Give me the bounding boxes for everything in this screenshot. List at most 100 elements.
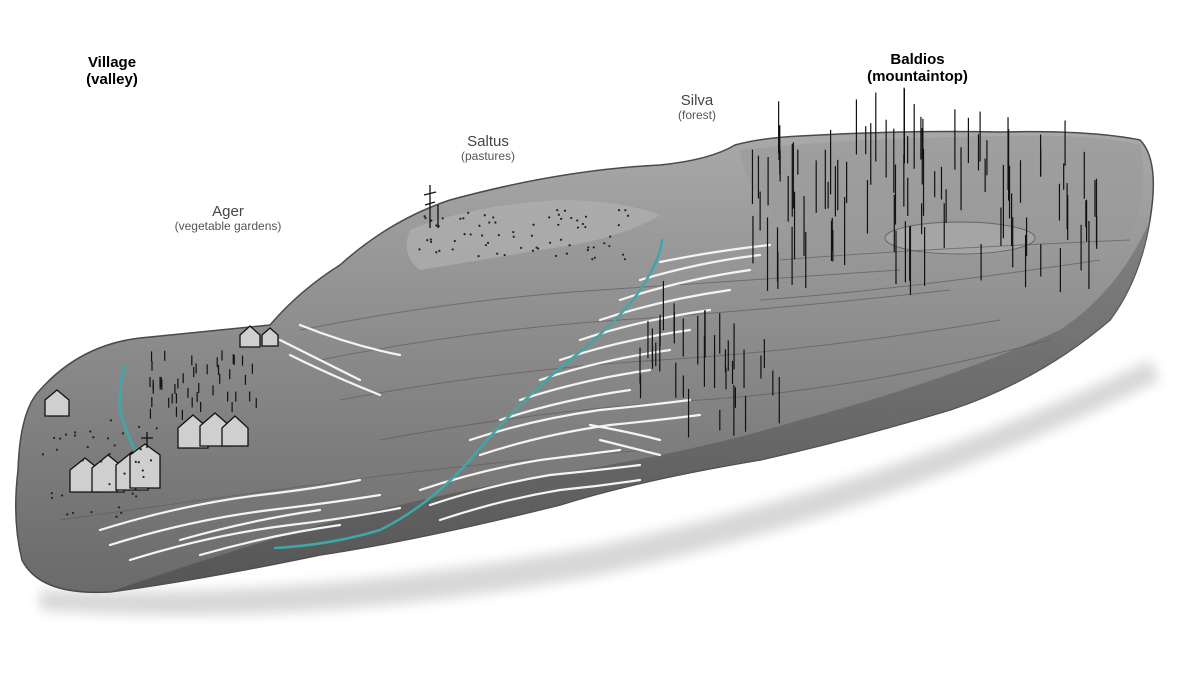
pasture-dot xyxy=(435,251,438,254)
pasture-dot xyxy=(497,233,500,237)
pasture-dot xyxy=(548,216,551,219)
garden-dot xyxy=(115,489,119,492)
stream-icon xyxy=(118,238,664,550)
label-ager-sub: (vegetable gardens) xyxy=(174,219,282,234)
garden-dot xyxy=(81,459,84,462)
garden-dot xyxy=(89,430,92,433)
pasture-dot xyxy=(438,249,441,252)
garden-dot xyxy=(41,453,45,456)
pasture-dot xyxy=(549,241,552,244)
label-silva-name: Silva xyxy=(680,92,714,109)
tree-icon xyxy=(149,87,1098,438)
garden-dot xyxy=(64,433,68,436)
garden-dot xyxy=(86,445,89,449)
pasture-dot xyxy=(512,230,515,234)
garden-dot xyxy=(139,448,142,451)
pasture-dot xyxy=(459,217,462,220)
pasture-dot xyxy=(535,246,538,249)
garden-dot xyxy=(142,475,145,479)
garden-dot xyxy=(61,494,64,497)
pasture-dot xyxy=(469,233,472,236)
label-village-sub: (valley) xyxy=(86,71,138,89)
rock-shadow xyxy=(40,360,1160,616)
pasture-dot xyxy=(593,256,596,259)
pasture-dot xyxy=(496,252,499,255)
pasture-dot xyxy=(617,208,621,212)
pasture-dot xyxy=(453,239,456,243)
pasture-dot xyxy=(603,242,606,245)
pasture-dot xyxy=(418,248,421,251)
pasture-dot xyxy=(584,215,588,218)
pasture-dot xyxy=(477,255,480,258)
pasture-dot xyxy=(531,249,535,252)
pasture-dot xyxy=(608,244,611,248)
label-baldios: Baldios (mountaintop) xyxy=(850,51,985,86)
label-baldios-sub: (mountaintop) xyxy=(867,68,968,86)
garden-dot xyxy=(74,431,77,434)
garden-dot xyxy=(108,483,111,486)
garden-dot xyxy=(92,436,95,439)
garden-dot xyxy=(123,472,126,475)
pasture-dot xyxy=(512,235,515,238)
pasture-dot xyxy=(467,211,470,214)
pasture-dot xyxy=(520,246,523,250)
pasture-dot xyxy=(570,216,573,220)
pasture-dot xyxy=(557,223,560,226)
garden-dot xyxy=(73,434,77,437)
garden-dot xyxy=(55,448,58,451)
garden-dot xyxy=(138,425,141,428)
pasture-dot xyxy=(484,244,488,247)
garden-dot xyxy=(121,432,125,435)
garden-dot xyxy=(109,419,113,422)
pasture-dot xyxy=(565,252,569,255)
pasture-dot xyxy=(462,217,465,220)
pasture-dot xyxy=(483,214,486,217)
garden-dot xyxy=(115,515,118,518)
pasture-dot xyxy=(441,217,444,220)
pasture-dot xyxy=(556,209,559,212)
garden-dot xyxy=(90,510,93,514)
garden-dot xyxy=(66,513,69,516)
pasture-dot xyxy=(568,244,571,247)
garden-dot xyxy=(108,452,111,456)
pasture-dots xyxy=(41,208,630,518)
label-village-name: Village xyxy=(87,54,137,71)
pasture-dot xyxy=(430,219,433,222)
garden-dot xyxy=(141,469,144,472)
pasture-dot xyxy=(481,234,484,237)
pasture-dot xyxy=(592,246,595,249)
church-icon xyxy=(141,432,153,448)
pasture-dot xyxy=(537,247,540,250)
garden-dot xyxy=(113,444,116,447)
pasture-dot xyxy=(429,240,433,243)
pasture-dot xyxy=(560,217,563,220)
garden-dot xyxy=(134,488,137,491)
pasture-dot xyxy=(429,238,432,241)
pasture-dot xyxy=(609,235,612,238)
label-saltus-sub: (pastures) xyxy=(460,149,516,164)
garden-dot xyxy=(120,511,123,515)
pasture-dot xyxy=(621,253,625,256)
lone-tree-icon xyxy=(423,185,439,228)
garden-dot xyxy=(50,496,53,500)
pasture-dot xyxy=(426,239,429,242)
pasture-dot xyxy=(623,258,627,261)
pasture-dot xyxy=(584,225,587,229)
pasture-dot xyxy=(563,209,567,212)
pasture-dot xyxy=(591,258,594,261)
label-silva: Silva (forest) xyxy=(662,92,732,123)
label-village: Village (valley) xyxy=(62,54,162,89)
pasture-dot xyxy=(554,254,558,258)
pasture-dot xyxy=(492,216,495,219)
pasture-dot xyxy=(423,215,426,218)
pasture-dot xyxy=(488,221,491,224)
pasture-dot xyxy=(435,224,438,227)
pasture-dot xyxy=(581,222,584,226)
pasture-dot xyxy=(587,246,590,249)
garden-dot xyxy=(149,459,153,462)
pasture-dot xyxy=(559,238,563,241)
pasture-dot xyxy=(586,248,589,252)
pasture-dot xyxy=(617,224,620,227)
